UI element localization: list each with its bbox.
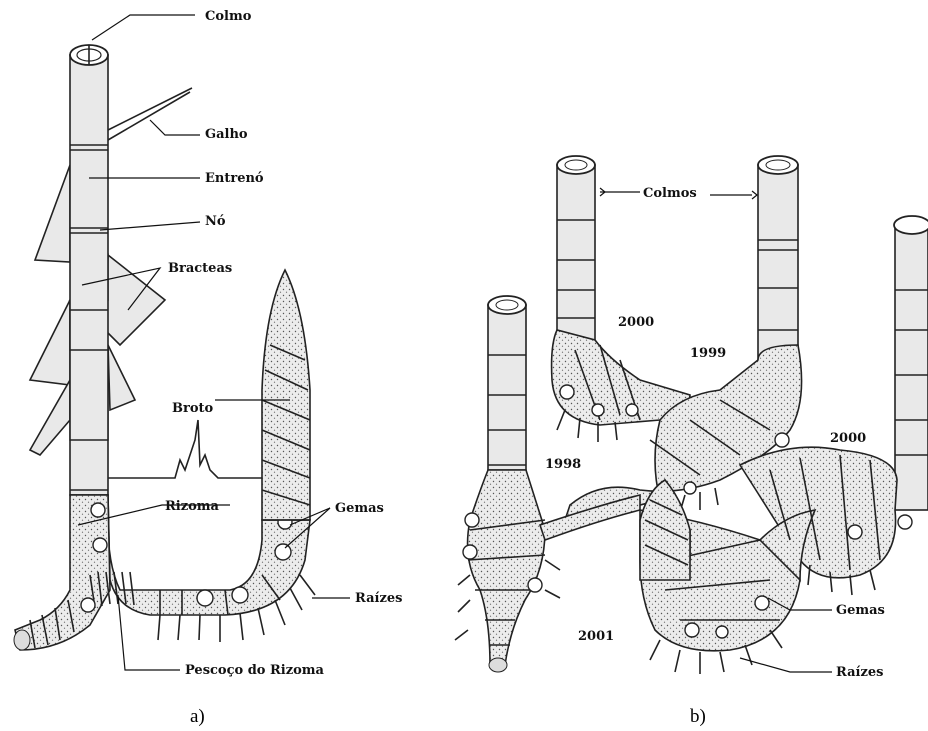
caption-a: a): [190, 706, 205, 727]
label-colmos: Colmos: [643, 186, 697, 201]
label-gemas-a: Gemas: [335, 501, 384, 516]
label-year-1998: 1998: [545, 457, 581, 472]
shoot-shape: [262, 270, 310, 520]
culm-2000-left: [557, 156, 595, 360]
label-colmo: Colmo: [205, 9, 252, 24]
caption-b: b): [690, 706, 706, 727]
label-raizes-b: Raízes: [836, 665, 883, 680]
label-year-2000-left: 2000: [618, 315, 654, 330]
label-year-2000-right: 2000: [830, 431, 866, 446]
panel-b-diagram: Colmos 2000 1999 2000 1998 2001 Gemas Ra…: [455, 156, 928, 727]
label-gemas-b: Gemas: [836, 603, 885, 618]
label-galho: Galho: [205, 127, 248, 142]
rhizomes-b: [468, 330, 897, 672]
label-no: Nó: [205, 214, 226, 229]
culm-2000-right: [894, 216, 928, 510]
label-entreno: Entrenó: [205, 171, 264, 186]
label-year-2001: 2001: [578, 629, 614, 644]
label-raizes-a: Raízes: [355, 591, 402, 606]
panel-a-diagram: Colmo Galho Entrenó Nó Bracteas Broto Ri…: [14, 9, 402, 727]
label-rizoma: Rizoma: [165, 499, 220, 514]
label-broto: Broto: [172, 401, 214, 416]
label-year-1999: 1999: [690, 346, 726, 361]
label-bracteas: Bracteas: [168, 261, 232, 276]
culm-1998: [488, 296, 526, 470]
label-pescoco: Pescoço do Rizoma: [185, 663, 325, 678]
